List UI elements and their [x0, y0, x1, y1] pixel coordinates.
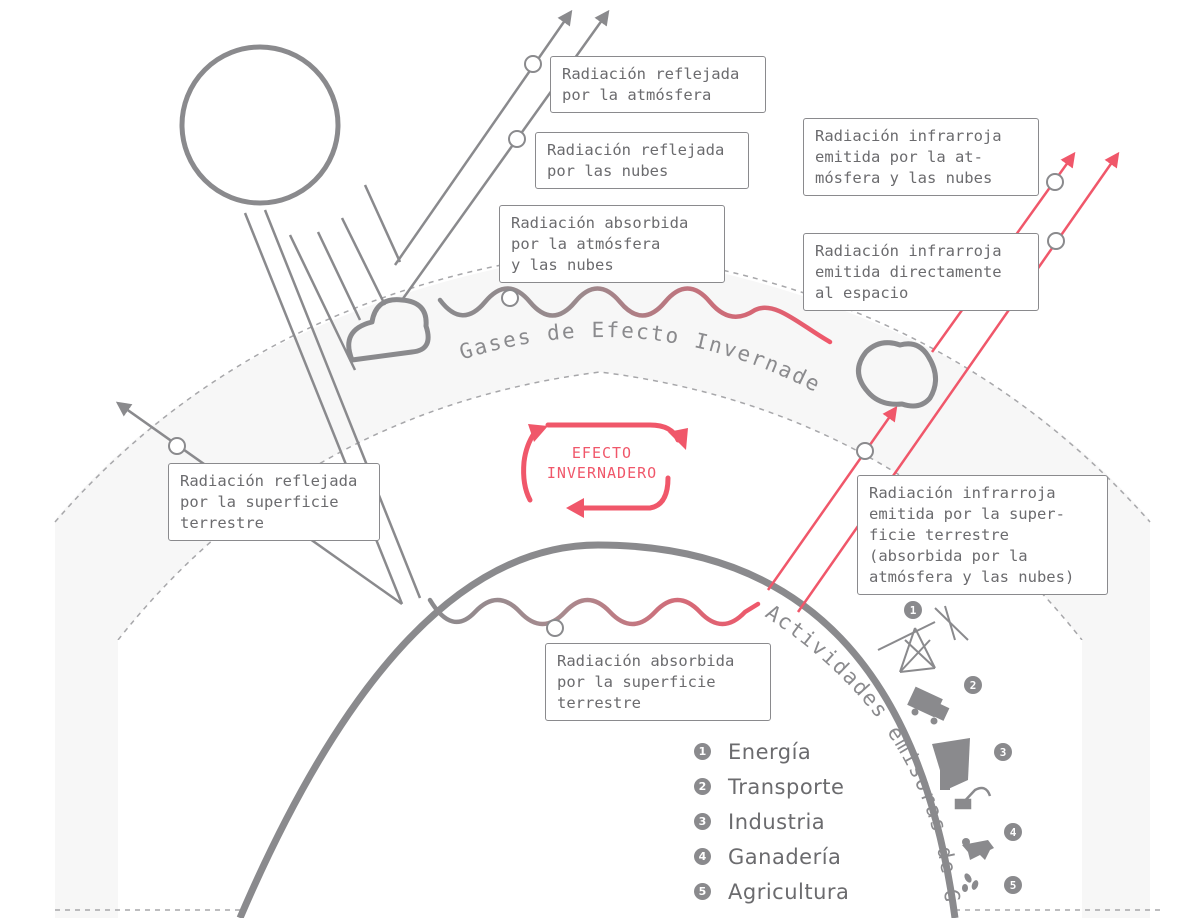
wave-atmosphere — [437, 286, 833, 345]
legend-number: 1 — [694, 743, 711, 760]
label-reflected-atmosphere: Radiación reflejada por la atmósfera — [550, 56, 766, 113]
connector-dots — [168, 55, 1065, 637]
legend-label: Transporte — [728, 774, 845, 799]
legend-number: 2 — [694, 778, 711, 795]
legend-label: Energía — [728, 739, 812, 764]
label-reflected-clouds: Radiación reflejada por las nubes — [535, 132, 749, 189]
marker-4: 4 — [1010, 826, 1017, 839]
marker-2: 2 — [970, 679, 977, 692]
legend-label: Agricultura — [728, 879, 850, 904]
chimney-icon — [954, 786, 992, 810]
activities-legend: 1 Energía 2 Transporte 3 Industria 4 Ganader… — [694, 734, 924, 909]
label-reflected-surface: Radiación reflejada por la superficie te… — [168, 463, 380, 541]
legend-item-livestock: 4 Ganadería — [694, 839, 924, 874]
label-absorbed-surface: Radiación absorbida por la superficie te… — [545, 643, 771, 721]
legend-label: Industria — [728, 809, 826, 834]
label-ir-direct-space: Radiación infrarroja emitida directament… — [803, 233, 1039, 311]
greenhouse-loop-arrowheads — [528, 424, 688, 518]
legend-label: Ganadería — [728, 844, 842, 869]
cloud-right-icon — [856, 340, 938, 409]
power-tower-icon — [877, 605, 969, 673]
cloud-left-icon — [346, 297, 431, 363]
legend-number: 5 — [694, 883, 711, 900]
effect-title-line2: INVERNADERO — [547, 464, 657, 482]
effect-title-line1: EFECTO — [572, 444, 632, 462]
factory-icon — [932, 738, 970, 790]
legend-item-agriculture: 5 Agricultura — [694, 874, 924, 909]
marker-3: 3 — [1000, 746, 1007, 759]
earth-surface — [236, 541, 959, 920]
activity-markers — [904, 601, 1022, 894]
plant-icon — [962, 873, 979, 892]
legend-item-energy: 1 Energía — [694, 734, 924, 769]
truck-icon — [907, 686, 950, 725]
marker-5: 5 — [1010, 879, 1017, 892]
legend-number: 4 — [694, 848, 711, 865]
legend-item-transport: 2 Transporte — [694, 769, 924, 804]
label-absorbed-atmosphere: Radiación absorbida por la atmósfera y l… — [499, 205, 725, 283]
wave-surface — [427, 597, 761, 627]
legend-number: 3 — [694, 813, 711, 830]
label-ir-atmosphere-clouds: Radiación infrarroja emitida por la at- … — [803, 118, 1039, 196]
marker-1: 1 — [910, 604, 917, 617]
label-ir-surface: Radiación infrarroja emitida por la supe… — [857, 475, 1108, 595]
legend-item-industry: 3 Industria — [694, 804, 924, 839]
cow-icon — [962, 838, 994, 860]
sun — [179, 44, 341, 206]
